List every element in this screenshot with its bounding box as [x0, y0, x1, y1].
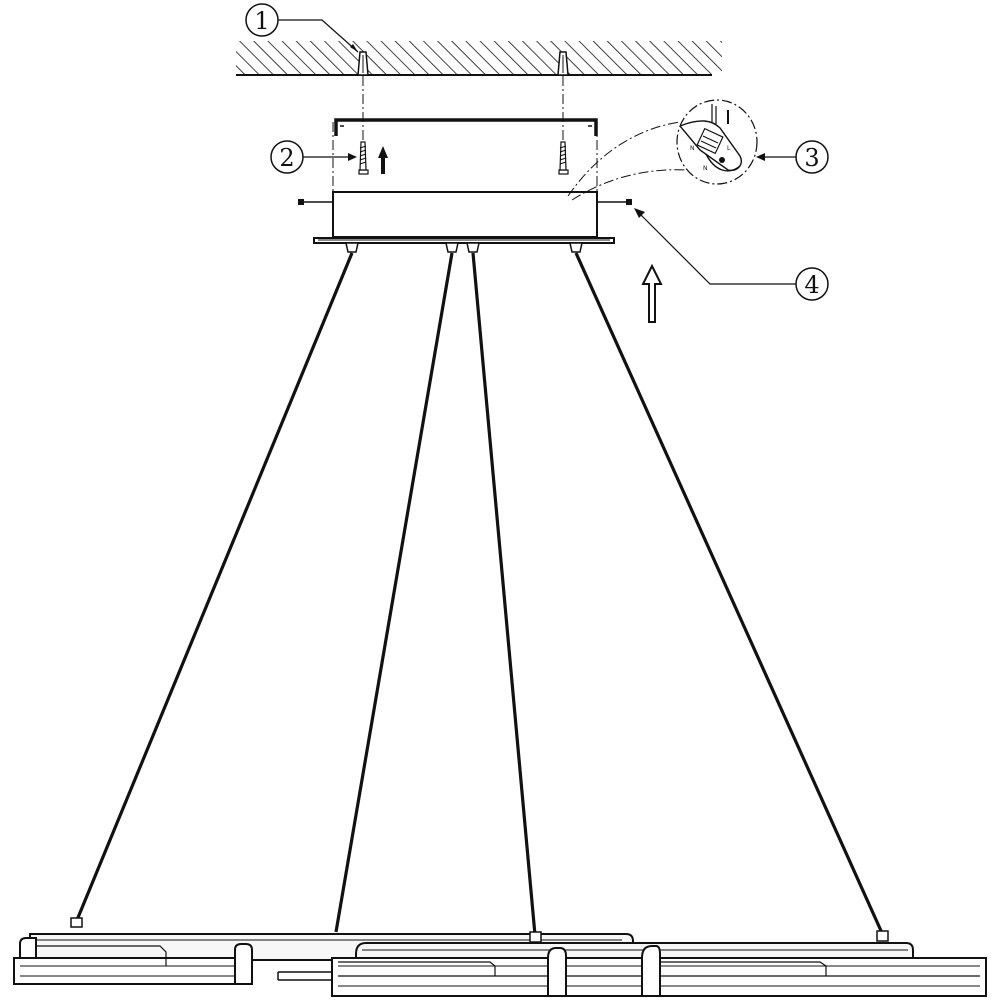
side-screw-right	[597, 199, 632, 205]
light-fixture-right	[331, 930, 987, 997]
up-arrow-large-icon	[641, 263, 663, 323]
callout-4-label: 4	[804, 271, 819, 299]
callout-3: 3	[756, 140, 829, 174]
cable-connectors	[345, 242, 583, 253]
mounting-screw-left	[358, 141, 369, 175]
callout-3-label: 3	[804, 144, 819, 172]
callout-1-label: 1	[254, 7, 269, 35]
earth-wire-label: N	[703, 165, 708, 172]
neutral-wire-label: N	[690, 145, 695, 152]
canopy	[313, 191, 615, 244]
mounting-bracket	[334, 118, 598, 136]
live-wire-label: L	[727, 145, 731, 152]
ceiling	[236, 41, 722, 76]
mounting-screw-right	[558, 141, 569, 175]
callout-2: 2	[270, 140, 357, 174]
ceiling-anchor-left	[357, 51, 369, 76]
ceiling-anchor-right	[557, 51, 569, 76]
callout-2-label: 2	[279, 144, 294, 172]
alignment-lines	[332, 76, 598, 192]
callout-1: 1	[245, 3, 359, 53]
side-screw-left	[298, 199, 333, 205]
suspension-cables	[75, 252, 884, 936]
callout-4: 4	[634, 208, 829, 301]
wiring-detail: N L N	[567, 99, 758, 201]
up-arrow-small-icon	[378, 146, 388, 174]
